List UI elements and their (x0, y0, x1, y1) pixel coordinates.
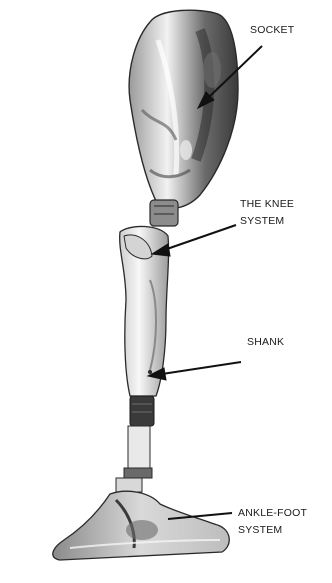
ankle-label-line-2: SYSTEM (238, 522, 307, 539)
ankle-foot-system-label: ANKLE-FOOT SYSTEM (238, 505, 307, 539)
knee-system-label: THE KNEE SYSTEM (240, 196, 294, 230)
shank-label-line-1: SHANK (247, 334, 284, 351)
ankle-pylon (116, 396, 154, 492)
knee-label-line-1: THE KNEE (240, 196, 294, 213)
socket-adapter (150, 200, 178, 226)
socket-label: SOCKET (250, 22, 294, 39)
ankle-foot-shape (53, 491, 230, 560)
shank-label: SHANK (247, 334, 284, 351)
socket-shape (129, 10, 238, 208)
ankle-label-line-1: ANKLE-FOOT (238, 505, 307, 522)
knee-label-line-2: SYSTEM (240, 213, 294, 230)
socket-label-line-1: SOCKET (250, 22, 294, 39)
